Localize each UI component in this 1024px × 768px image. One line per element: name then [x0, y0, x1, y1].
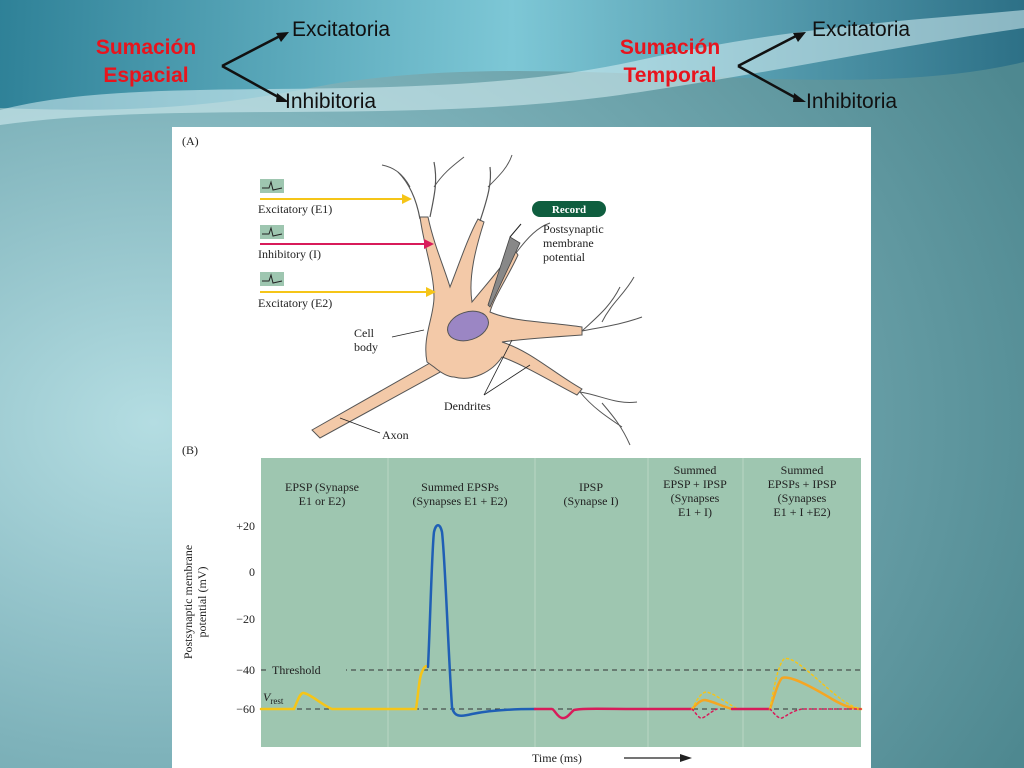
ylabel-line1: Postsynaptic membrane	[181, 545, 195, 659]
record-desc-1: Postsynaptic	[543, 222, 604, 236]
col5-line1: Summed	[781, 463, 824, 477]
ytick-plus20: +20	[236, 519, 255, 533]
temporal-excitatory-label: Excitatoria	[812, 18, 911, 41]
col4-line1: Summed	[674, 463, 717, 477]
ytick-minus60: −60	[236, 702, 255, 716]
trace-epsp	[259, 691, 418, 711]
x-axis-arrowhead	[680, 754, 692, 762]
axon-label: Axon	[382, 428, 409, 442]
temporal-inhibitory-label: Inhibitoria	[806, 90, 898, 113]
col4-line2: EPSP + IPSP	[663, 477, 727, 491]
temporal-summation-heading: Sumación Temporal	[600, 34, 740, 90]
cell-body-label-2: body	[354, 340, 378, 354]
input-inhibitory-i: Inhibitory (I)	[258, 225, 434, 261]
ytick-minus40: −40	[236, 663, 255, 677]
ylabel-line2: potential (mV)	[195, 567, 209, 638]
trace-epsp-ipsp-dotted-up	[691, 691, 739, 710]
ytick-minus20: −20	[236, 612, 255, 626]
trace-summed-epsp-rise	[414, 665, 430, 711]
panel-a-tag: (A)	[182, 134, 199, 148]
neuron-drawing	[311, 154, 643, 446]
spatial-excitatory-label: Excitatoria	[292, 18, 391, 41]
nucleus	[447, 310, 489, 342]
dendrites-label: Dendrites	[444, 399, 491, 413]
input-label-i: Inhibitory (I)	[258, 247, 321, 261]
neuron-figure-svg: (A) Excitatory (E1) Inhibitory (I)	[181, 134, 863, 765]
vrest-v: V	[263, 690, 272, 704]
y-axis-label: Postsynaptic membrane potential (mV)	[181, 545, 209, 659]
cell-body-label-1: Cell	[354, 326, 375, 340]
plot-area	[261, 458, 861, 747]
col2-line1: Summed EPSPs	[421, 480, 499, 494]
vrest-sub: rest	[270, 696, 283, 706]
trace-action-potential	[426, 524, 537, 717]
trace-epsp-ipsp	[690, 698, 734, 711]
spatial-summation-line1: Sumación Espacial	[95, 36, 197, 87]
spatial-branch-arrows	[221, 32, 806, 102]
col5-line4: E1 + I +E2)	[773, 505, 830, 519]
trace-epsps-ipsp-dotted-down	[769, 708, 862, 719]
col4-line3: (Synapses	[671, 491, 720, 505]
record-electrode: Record Postsynaptic membrane potential	[487, 201, 606, 308]
col1-line2: E1 or E2)	[299, 494, 346, 508]
plot-dividers	[387, 458, 744, 747]
input-excitatory-e1: Excitatory (E1)	[258, 179, 412, 216]
spatial-summation-heading: Sumación Espacial	[76, 34, 216, 90]
record-desc-3: potential	[543, 250, 586, 264]
record-badge	[532, 201, 606, 217]
trace-epsps-ipsp-dotted-up	[769, 657, 862, 710]
traces	[259, 524, 863, 720]
vrest-label: Vrest	[263, 690, 284, 706]
record-label: Record	[552, 204, 586, 216]
col4-line4: E1 + I)	[678, 505, 712, 519]
input-excitatory-e2: Excitatory (E2)	[258, 272, 436, 310]
ytick-0: 0	[249, 565, 255, 579]
column-headers: EPSP (Synapse E1 or E2) Summed EPSPs (Sy…	[285, 463, 837, 519]
col3-line2: (Synapse I)	[564, 494, 619, 508]
col3-line1: IPSP	[579, 480, 603, 494]
col5-line3: (Synapses	[778, 491, 827, 505]
trace-epsps-ipsp	[768, 676, 863, 711]
x-axis-label: Time (ms)	[532, 751, 582, 765]
trace-ipsp	[533, 707, 694, 720]
input-label-e1: Excitatory (E1)	[258, 202, 332, 216]
spatial-inhibitory-label: Inhibitoria	[285, 90, 377, 113]
input-label-e2: Excitatory (E2)	[258, 296, 332, 310]
y-ticks: +20 0 −20 −40 −60	[236, 519, 255, 716]
temporal-summation-line1: Sumación Temporal	[619, 36, 721, 87]
panel-b-tag: (B)	[182, 443, 198, 457]
col2-line2: (Synapses E1 + E2)	[412, 494, 507, 508]
col5-line2: EPSPs + IPSP	[768, 477, 837, 491]
neuron-figure: (A) Excitatory (E1) Inhibitory (I)	[172, 127, 871, 768]
threshold-label: Threshold	[272, 663, 321, 677]
trace-epsp-ipsp-dotted-down	[691, 708, 718, 719]
record-desc-2: membrane	[543, 236, 594, 250]
col1-line1: EPSP (Synapse	[285, 480, 359, 494]
